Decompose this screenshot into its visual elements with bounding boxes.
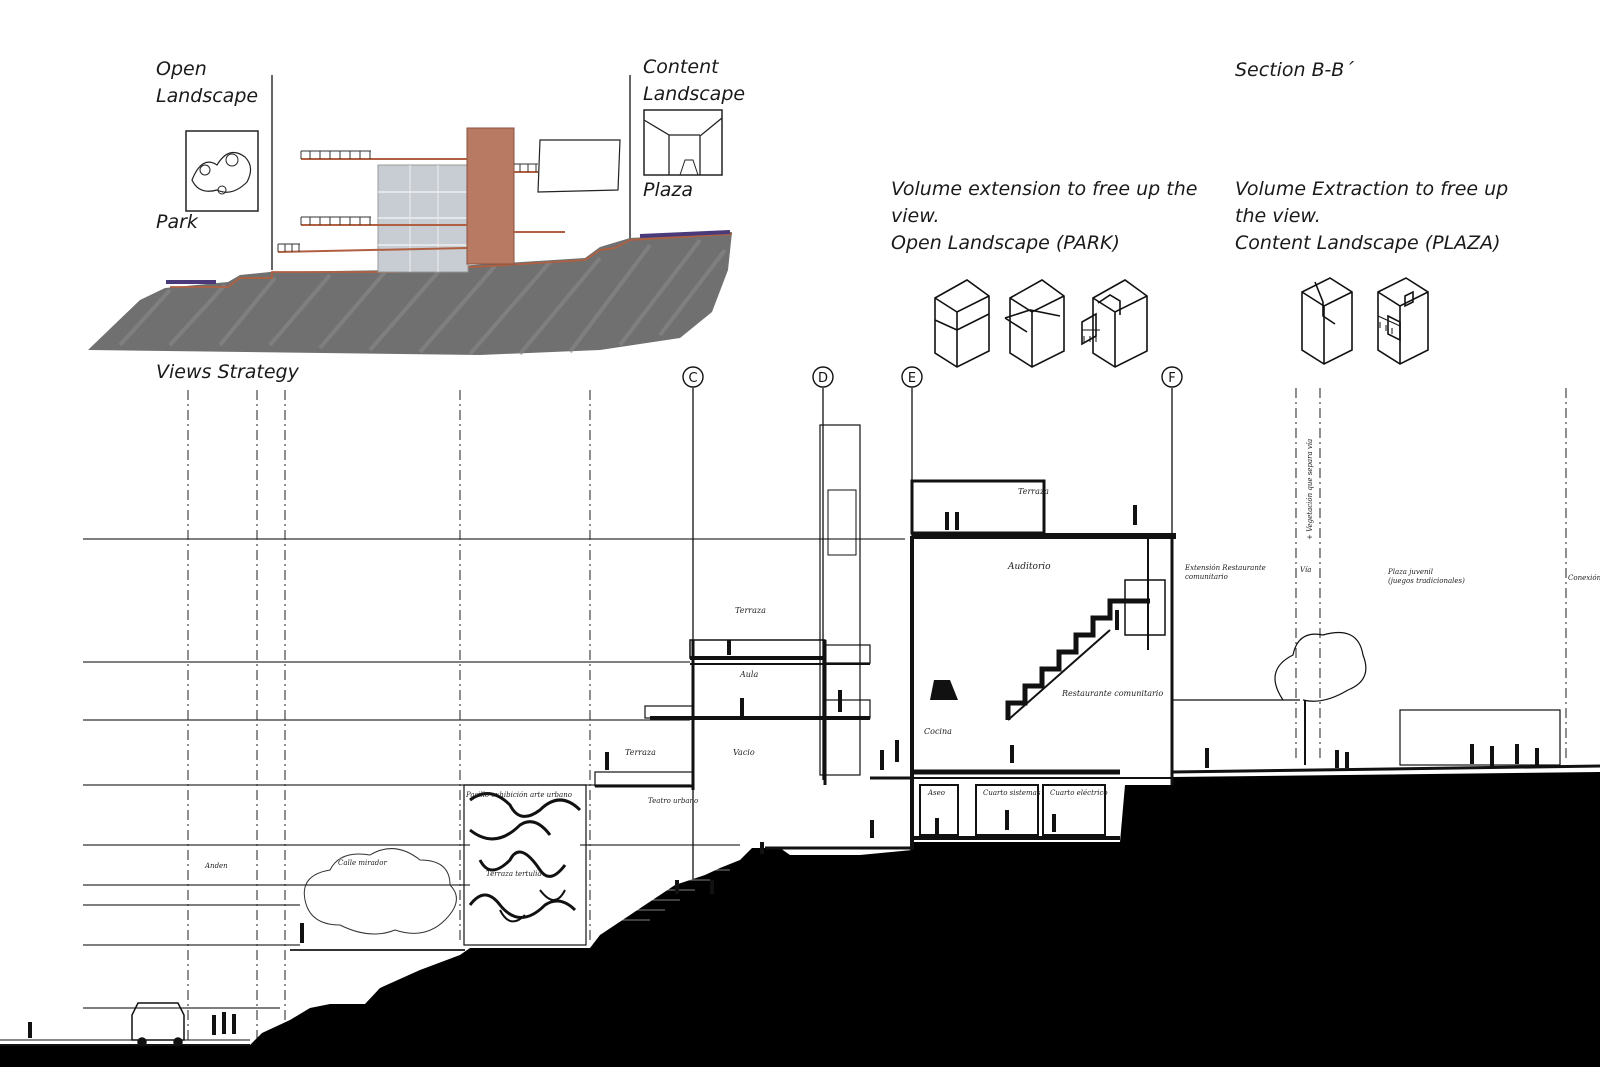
room-teatro: Teatro urbano — [648, 797, 698, 805]
room-extension-restaurante-line: Extensión Restaurante — [1184, 564, 1266, 572]
room-plaza-juvenil: Plaza juvenil(juegos tradicionales) — [1387, 568, 1465, 585]
axis-f-marker: F — [1161, 366, 1183, 388]
room-terraza-low: Terraza — [625, 748, 656, 757]
views-strategy-sketch — [88, 75, 733, 356]
axis-e-marker: E — [901, 366, 923, 388]
room-aula: Aula — [739, 670, 758, 679]
right-plaza — [1171, 631, 1600, 774]
label-volume-extension: Volume extension to free up the view. Op… — [891, 178, 1198, 254]
label-views-strategy: Views Strategy — [156, 361, 299, 383]
room-vegetacion: + Vegetación que separa vía — [1306, 439, 1314, 540]
axis-e-label: E — [908, 371, 916, 386]
classroom-block — [594, 424, 912, 850]
room-extension-restaurante-line: comunitario — [1185, 573, 1228, 581]
room-restaurante: Restaurante comunitario — [1061, 689, 1163, 698]
room-conexion: Conexión — [1568, 574, 1600, 582]
tower-volume — [466, 127, 515, 265]
room-plaza-juvenil-line: Plaza juvenil — [1387, 568, 1433, 576]
room-cuarto-electrico: Cuarto eléctrico — [1050, 789, 1108, 797]
room-terraza-top: Terraza — [1018, 487, 1049, 496]
room-vacio: Vacio — [733, 748, 755, 757]
terrain-mass — [88, 232, 732, 355]
room-calle-mirador: Calle mirador — [338, 859, 387, 867]
garden-sketch — [290, 848, 465, 951]
label-park: Park — [156, 211, 198, 233]
label-volume-extraction: Volume Extraction to free up the view. C… — [1235, 178, 1509, 254]
people-figures — [28, 505, 1539, 1038]
room-anden: Anden — [204, 862, 228, 870]
label-content-landscape: Content Landscape — [643, 56, 746, 105]
axis-d-label: D — [818, 371, 828, 386]
extraction-boxes — [1301, 277, 1429, 365]
extension-boxes — [934, 279, 1148, 368]
room-aseo: Aseo — [927, 789, 945, 797]
label-plaza: Plaza — [643, 179, 693, 201]
axis-c-label: C — [688, 371, 697, 386]
exhibition-panel — [463, 784, 587, 946]
plaza-thumbnail — [643, 109, 723, 176]
room-via: Vía — [1300, 566, 1311, 574]
grid-lines-dashed — [187, 388, 1567, 1040]
car-icon — [131, 1002, 185, 1047]
room-cocina: Cocina — [924, 727, 952, 736]
structural-axes — [692, 388, 1173, 880]
label-section-title: Section B-B´ — [1235, 59, 1354, 81]
room-plaza-juvenil-line: (juegos tradicionales) — [1388, 577, 1465, 585]
label-open-landscape: Open Landscape — [156, 58, 259, 107]
axis-c-marker: C — [682, 366, 704, 388]
room-tercera: Terraza tertulia — [486, 870, 542, 878]
level-lines — [83, 538, 905, 1009]
piano-icon — [930, 680, 958, 700]
axis-d-marker: D — [812, 366, 834, 388]
auditorium-block — [870, 479, 1176, 850]
room-auditorio: Auditorio — [1007, 562, 1051, 572]
room-cuarto-sistemas: Cuarto sistemas — [983, 789, 1041, 797]
axis-f-label: F — [1168, 371, 1175, 386]
room-terraza-mid: Terraza — [735, 606, 766, 615]
ground-mass — [0, 772, 1600, 1067]
park-thumbnail — [185, 130, 259, 212]
room-pasillo: Pasillo exhibición arte urbano — [465, 791, 572, 799]
